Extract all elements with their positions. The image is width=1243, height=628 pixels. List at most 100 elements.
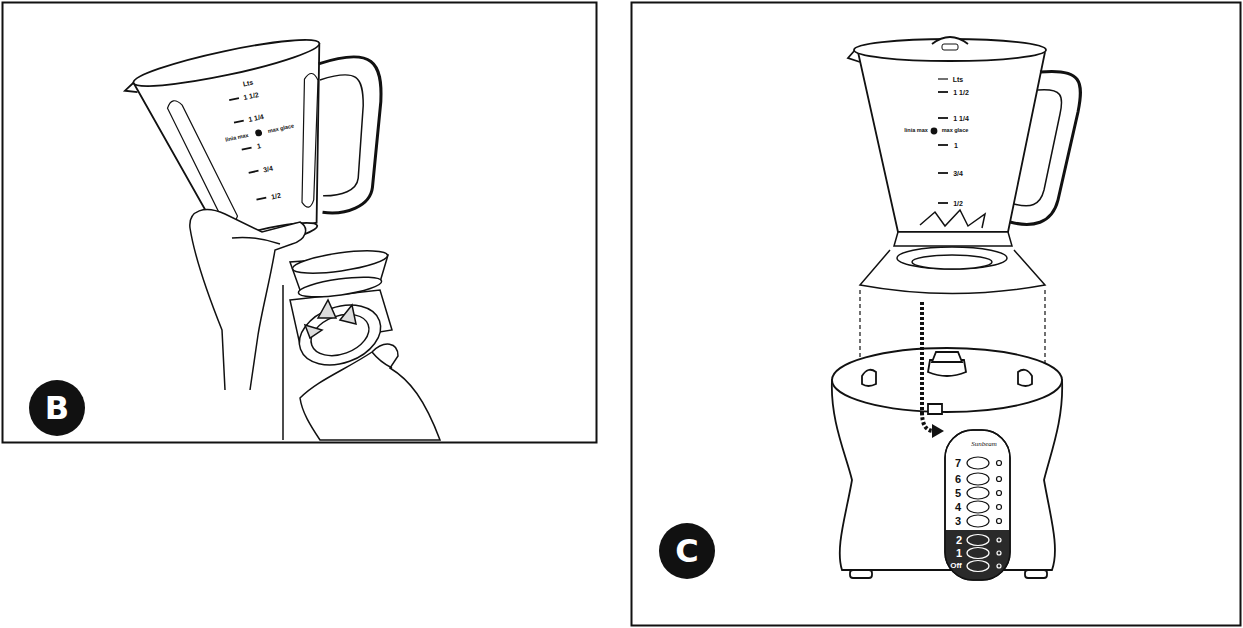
drawing-part [291, 246, 389, 277]
level-mark: 1 1/4 [953, 115, 969, 122]
hand [190, 210, 306, 390]
drawing-part [997, 519, 1002, 524]
level-mark: 1/2 [953, 200, 963, 207]
drawing-part [372, 352, 392, 368]
drawing-part [1018, 370, 1032, 386]
level-mark: 1 1/2 [242, 91, 259, 101]
drawing-part [860, 250, 1045, 294]
drawing-part [997, 505, 1002, 510]
drawing-part [229, 98, 239, 100]
drawing-part [922, 302, 934, 431]
drawing-part [938, 144, 948, 146]
drawing-part [1010, 71, 1081, 224]
drawing-part [942, 44, 958, 50]
unit-mark: Lts [242, 78, 254, 87]
control-panel [940, 430, 1015, 585]
drawing-part [967, 548, 989, 559]
drawing-part [131, 32, 322, 95]
drawing-part [832, 348, 1062, 412]
drawing-part [928, 404, 942, 414]
direction-arrow [922, 302, 944, 438]
level-mark: 1 [257, 142, 262, 150]
step-badge: B [29, 380, 85, 436]
level-mark: 1 1/4 [248, 113, 265, 123]
hand [300, 344, 440, 440]
drawing-part [305, 300, 356, 338]
drawing-part [256, 130, 262, 136]
step-badge: C [659, 523, 715, 579]
drawing-part [967, 487, 989, 499]
drawing-part [1025, 570, 1047, 578]
drawing-part [938, 172, 948, 174]
drawing-part [967, 501, 989, 513]
max-note: linia max [225, 133, 249, 143]
step-letter: C [675, 535, 698, 567]
drawing-part [912, 255, 992, 269]
drawing-part [232, 237, 280, 244]
drawing-part [997, 491, 1002, 496]
drawing-part [938, 78, 948, 79]
speed-number: 4 [955, 502, 961, 513]
blender-jar [848, 37, 1081, 232]
drawing-part [276, 72, 343, 208]
drawing-part [850, 570, 872, 578]
drawing-part [862, 370, 876, 386]
drawing-part [300, 344, 440, 440]
jar-collar [860, 210, 1045, 294]
drawing-part [967, 515, 989, 527]
blender-jar [121, 21, 409, 267]
drawing-part [859, 290, 860, 368]
max-note: linia max [904, 128, 928, 134]
drawing-part [292, 51, 406, 216]
level-mark: 3/4 [263, 164, 274, 173]
drawing-part [932, 424, 944, 438]
drawing-part [242, 148, 252, 150]
base-edge [283, 285, 284, 440]
speed-number: 5 [955, 488, 961, 499]
drawing-part [997, 477, 1002, 482]
drawing-part [967, 535, 1001, 572]
drawing-part [249, 171, 259, 173]
drawing-part [282, 285, 284, 440]
drawing-part [945, 430, 1010, 580]
drawing-part [124, 82, 138, 94]
drawing-part [967, 457, 1002, 527]
level-mark: 1/2 [271, 191, 282, 200]
level-mark: 1 1/2 [953, 89, 969, 96]
brand-logo: Sunbeam [971, 441, 997, 448]
panel-frame [3, 3, 597, 443]
speed-number: 2 [956, 535, 962, 546]
panel-frame [632, 3, 1241, 626]
drawing-part [938, 91, 948, 93]
drawing-part [938, 202, 948, 204]
max-note: max glace [942, 128, 969, 134]
drawing-part [997, 551, 1001, 555]
drawing-part [932, 352, 962, 362]
drawing-part [997, 538, 1001, 542]
drawing-part [920, 210, 985, 228]
drawing-part [932, 37, 968, 44]
level-mark: 1 [954, 142, 958, 149]
level-mark: 3/4 [953, 170, 963, 177]
drawing-part [256, 198, 266, 200]
drawing-part [299, 71, 382, 198]
drawing-part [967, 535, 989, 546]
speed-number: 3 [955, 516, 961, 527]
drawing-part [997, 564, 1001, 568]
max-note: max glace [268, 124, 295, 135]
drawing-part [297, 273, 382, 301]
drawing-part [234, 121, 244, 123]
drawing-part [190, 210, 306, 390]
step-letter: B [45, 392, 69, 424]
drawing-part [997, 461, 1002, 466]
drawing-part [894, 232, 1012, 246]
drawing-part [1014, 90, 1062, 206]
unit-mark: Lts [953, 76, 964, 83]
speed-number: 1 [956, 548, 962, 559]
drawing-part [967, 457, 989, 469]
drawing-part [932, 129, 937, 134]
speed-number: 6 [955, 474, 961, 485]
speed-number: 7 [955, 458, 961, 469]
